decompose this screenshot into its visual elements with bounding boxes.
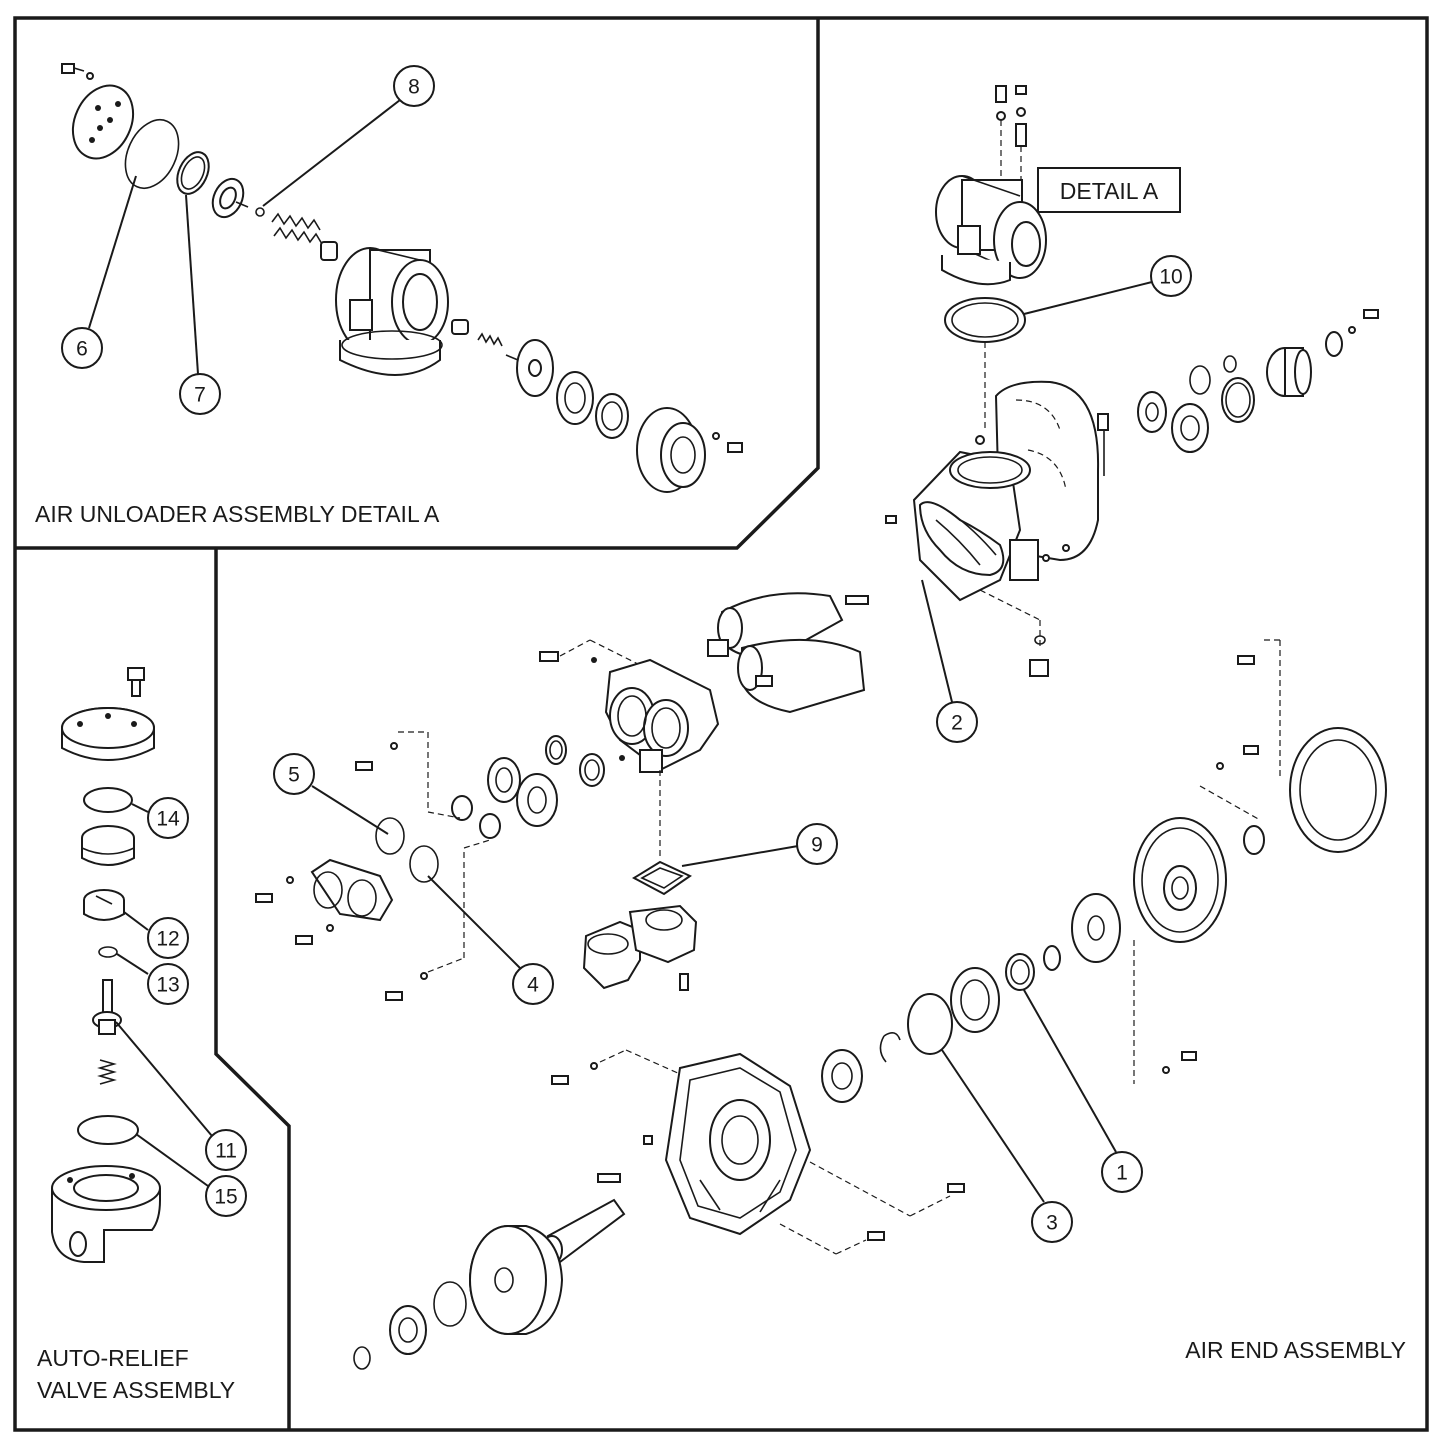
bearing-set: [451, 735, 625, 839]
o-ring-14: [83, 787, 133, 813]
callout-15: 15: [135, 1133, 247, 1217]
cover-plate: [71, 84, 135, 160]
pulley: [469, 1225, 564, 1335]
o-ring-15: [77, 1115, 139, 1145]
front-snap-ring: [353, 1346, 371, 1370]
callout-1: 1: [1023, 989, 1143, 1193]
o-ring: [176, 151, 210, 195]
bolt-icon: [61, 63, 94, 80]
piston-cup: [81, 825, 135, 866]
auto-relief-panel: 14 12 13 11 15 AUTO-RELIEF VALVE ASSEMBL…: [37, 667, 247, 1403]
frame: [13, 16, 1429, 1432]
seal-cover: [1199, 639, 1387, 855]
callout-11: 11: [115, 1021, 247, 1171]
rotor-pair: [707, 592, 869, 714]
callout-13: 13: [116, 953, 189, 1005]
unloader-assembly-mini: [935, 85, 1047, 286]
air-end-panel: DETAIL A 10: [255, 85, 1406, 1370]
svg-text:DETAIL A: DETAIL A: [1060, 178, 1159, 204]
auto-relief-title-line1: AUTO-RELIEF: [37, 1345, 189, 1371]
callout-12: 12: [123, 911, 189, 959]
air-unloader-title: AIR UNLOADER ASSEMBLY DETAIL A: [35, 501, 440, 527]
snap-ring: [879, 1032, 901, 1063]
svg-text:2: 2: [951, 712, 963, 735]
gear-case: [551, 1049, 965, 1255]
main-housing: [885, 380, 1109, 677]
svg-text:14: 14: [156, 808, 180, 831]
shim-plate: [1071, 893, 1121, 963]
unloader-body: [335, 247, 449, 376]
small-spring: [477, 332, 503, 347]
svg-text:3: 3: [1046, 1212, 1058, 1235]
svg-text:8: 8: [408, 76, 420, 99]
bearing-retainer: [950, 967, 1000, 1033]
callout-5: 5: [273, 753, 389, 835]
valve-disc: [505, 339, 554, 397]
gasket-ring: [124, 119, 180, 189]
o-ring-13: [98, 946, 118, 958]
cap-screw-icon: [127, 667, 145, 697]
gasket-9: [631, 860, 693, 896]
air-unloader-panel: 8 6 7 AIR UNLOADER ASSEMBLY DETAIL A: [35, 63, 743, 527]
auto-relief-title-line2: VALVE ASSEMBLY: [37, 1377, 235, 1403]
svg-text:12: 12: [156, 928, 179, 951]
callout-10: 10: [1023, 255, 1192, 315]
valve-cap: [61, 707, 155, 761]
svg-text:15: 15: [214, 1186, 237, 1209]
retaining-ring: [433, 1281, 467, 1327]
front-bearing: [389, 1305, 427, 1355]
gasket-ring-2: [595, 393, 629, 439]
guide-part: [451, 319, 469, 335]
svg-text:7: 7: [194, 384, 206, 407]
o-ring-3: [907, 993, 953, 1055]
spring-part: [271, 212, 323, 245]
end-plate: [255, 731, 491, 1001]
svg-text:13: 13: [156, 974, 179, 997]
svg-text:4: 4: [527, 974, 539, 997]
end-housing: [636, 407, 706, 493]
air-end-title: AIR END ASSEMBLY: [1185, 1337, 1406, 1363]
drive-end-bearings: [1137, 309, 1379, 453]
callout-14: 14: [131, 797, 189, 839]
small-o-ring: [255, 207, 265, 217]
svg-text:11: 11: [215, 1140, 237, 1163]
drive-bolts: [1133, 940, 1197, 1084]
callout-7: 7: [179, 194, 221, 415]
gear-housing: [539, 639, 720, 860]
detail-a-label: DETAIL A: [1037, 167, 1181, 213]
callout-3: 3: [941, 1049, 1073, 1243]
timing-gear: [1133, 817, 1227, 943]
callout-8: 8: [262, 65, 435, 207]
svg-text:1: 1: [1116, 1162, 1128, 1185]
valve-body: [51, 1165, 161, 1263]
seal-1: [1005, 953, 1035, 991]
plunger-part: [320, 241, 338, 261]
bolt-icon-2: [727, 442, 743, 453]
spring-part-2: [97, 1059, 117, 1085]
callout-2: 2: [921, 579, 978, 743]
svg-text:5: 5: [288, 764, 300, 787]
spacer-ring: [1043, 945, 1061, 971]
callout-4: 4: [427, 875, 554, 1005]
svg-text:9: 9: [811, 834, 823, 857]
callout-6: 6: [61, 175, 137, 369]
gasket-10: [944, 297, 1026, 430]
piston-part: [211, 177, 249, 219]
svg-text:10: 10: [1159, 266, 1182, 289]
svg-text:6: 6: [76, 338, 88, 361]
valve-stem: [92, 979, 122, 1035]
seal-ring: [556, 371, 594, 425]
support-bracket: [582, 904, 698, 991]
callout-9: 9: [681, 823, 838, 867]
adjusting-nut: [83, 889, 125, 921]
drive-bearing: [821, 1049, 863, 1103]
